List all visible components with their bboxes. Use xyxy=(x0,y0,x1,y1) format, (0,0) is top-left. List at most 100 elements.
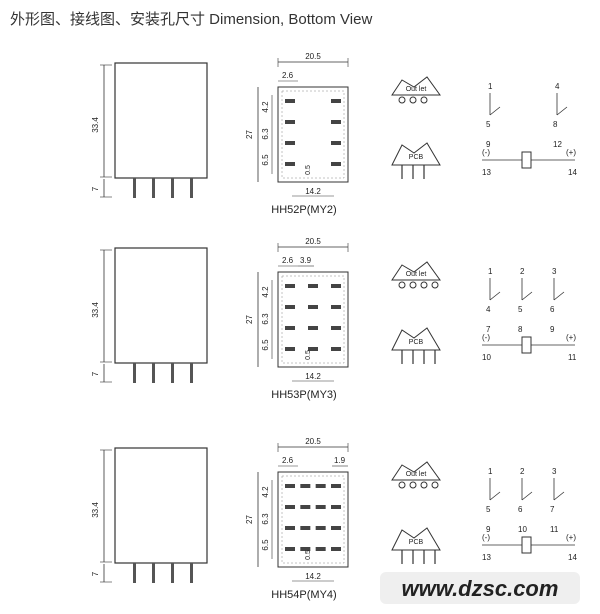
outlet-terminal xyxy=(409,481,417,489)
pin-slot xyxy=(331,547,341,551)
outlet-terminal xyxy=(420,481,428,489)
row-c-label: 6.5 xyxy=(261,539,270,551)
relay-pin xyxy=(190,178,193,198)
outlet-terminal xyxy=(398,96,406,104)
pin-slot xyxy=(285,284,295,288)
coil-terminal: 14 xyxy=(568,168,577,177)
contact-switch xyxy=(556,106,568,116)
contact-switch xyxy=(521,291,533,301)
pitch-b-label: 3.9 xyxy=(300,256,312,265)
pin-slot xyxy=(331,347,341,351)
pin-slot xyxy=(308,326,318,330)
pin-slot xyxy=(285,162,295,166)
row-c-label: 6.5 xyxy=(261,339,270,351)
row-c-label: 6.5 xyxy=(261,154,270,166)
terminal-number: 5 xyxy=(518,305,523,314)
outlet-terminal xyxy=(409,96,417,104)
base-label: 14.2 xyxy=(305,372,321,381)
coil-symbol xyxy=(521,536,532,554)
pin-slot xyxy=(285,141,295,145)
terminal-number: 3 xyxy=(552,267,557,276)
terminal-number: 12 xyxy=(553,140,562,149)
relay-pin xyxy=(152,178,155,198)
pin-slot xyxy=(300,547,311,551)
model-name: HH53P(MY3) xyxy=(271,389,336,401)
pin-slot xyxy=(285,347,295,351)
contact-switch xyxy=(553,491,565,501)
height-label: 33.4 xyxy=(91,502,100,518)
pin-slot xyxy=(308,347,318,351)
pin-slot xyxy=(331,326,341,330)
row-a-label: 4.2 xyxy=(261,486,270,498)
width-label: 20.5 xyxy=(305,437,321,446)
model-name: HH52P(MY2) xyxy=(271,204,336,216)
terminal-number: 6 xyxy=(518,505,523,514)
outlet-label: Out let xyxy=(406,86,427,93)
outlet-label: Out let xyxy=(406,271,427,278)
pin-slot xyxy=(285,484,295,488)
outlet-terminal xyxy=(420,281,428,289)
pin-slot xyxy=(331,305,341,309)
outlet-terminal xyxy=(398,481,406,489)
watermark: www.dzsc.com xyxy=(380,570,580,606)
outlet-label: Out let xyxy=(406,471,427,478)
pin-slot xyxy=(285,120,295,124)
terminal-number: 5 xyxy=(486,120,491,129)
terminal-number: 10 xyxy=(518,525,527,534)
small-label: 0.5 xyxy=(305,165,312,175)
relay-body xyxy=(114,447,208,564)
relay-pin xyxy=(171,363,174,383)
terminal-number: 4 xyxy=(555,82,560,91)
bottom-inner xyxy=(281,475,345,564)
pitch-label: 2.6 xyxy=(282,71,294,80)
pin-label: 7 xyxy=(91,186,100,191)
width-label: 20.5 xyxy=(305,237,321,246)
pcb-label: PCB xyxy=(409,539,424,546)
contact-switch xyxy=(521,491,533,501)
coil-symbol xyxy=(521,151,532,169)
outlet-terminal xyxy=(431,481,439,489)
terminal-number: 7 xyxy=(486,325,491,334)
pin-slot xyxy=(331,141,341,145)
pin-label: 7 xyxy=(91,371,100,376)
coil-neg-label: (-) xyxy=(482,533,490,542)
pin-slot xyxy=(285,505,295,509)
terminal-number: 6 xyxy=(550,305,555,314)
coil-terminal: 11 xyxy=(568,353,577,362)
row-b-label: 6.3 xyxy=(261,313,270,325)
small-label: 0.5 xyxy=(305,350,312,360)
pin-slot xyxy=(331,284,341,288)
pin-slot xyxy=(285,547,295,551)
pin-slot xyxy=(331,526,341,530)
coil-pos-label: (+) xyxy=(566,148,576,157)
coil-terminal: 10 xyxy=(482,353,491,362)
pin-slot xyxy=(308,305,318,309)
contact-switch xyxy=(553,291,565,301)
contact-switch xyxy=(489,291,501,301)
relay-body xyxy=(114,247,208,364)
pin-slot xyxy=(285,305,295,309)
pin-slot xyxy=(300,526,311,530)
pin-slot xyxy=(315,526,326,530)
outlet-terminal xyxy=(409,281,417,289)
width-label: 20.5 xyxy=(305,52,321,61)
outlet-terminal xyxy=(420,96,428,104)
outlet-icon xyxy=(391,261,441,281)
row-b-label: 6.3 xyxy=(261,128,270,140)
depth-label: 27 xyxy=(245,130,254,139)
coil-terminal: 13 xyxy=(482,168,491,177)
row-b-label: 6.3 xyxy=(261,513,270,525)
terminal-number: 9 xyxy=(486,140,491,149)
outlet-terminal xyxy=(398,281,406,289)
terminal-number: 8 xyxy=(553,120,558,129)
pin-slot xyxy=(315,484,326,488)
contact-switch xyxy=(489,106,501,116)
relay-pin xyxy=(133,363,136,383)
terminal-number: 4 xyxy=(486,305,491,314)
pin-slot xyxy=(331,505,341,509)
pin-slot xyxy=(331,162,341,166)
pcb-label: PCB xyxy=(409,339,424,346)
terminal-number: 9 xyxy=(486,525,491,534)
coil-pos-label: (+) xyxy=(566,533,576,542)
pitch-label: 2.6 xyxy=(282,256,294,265)
